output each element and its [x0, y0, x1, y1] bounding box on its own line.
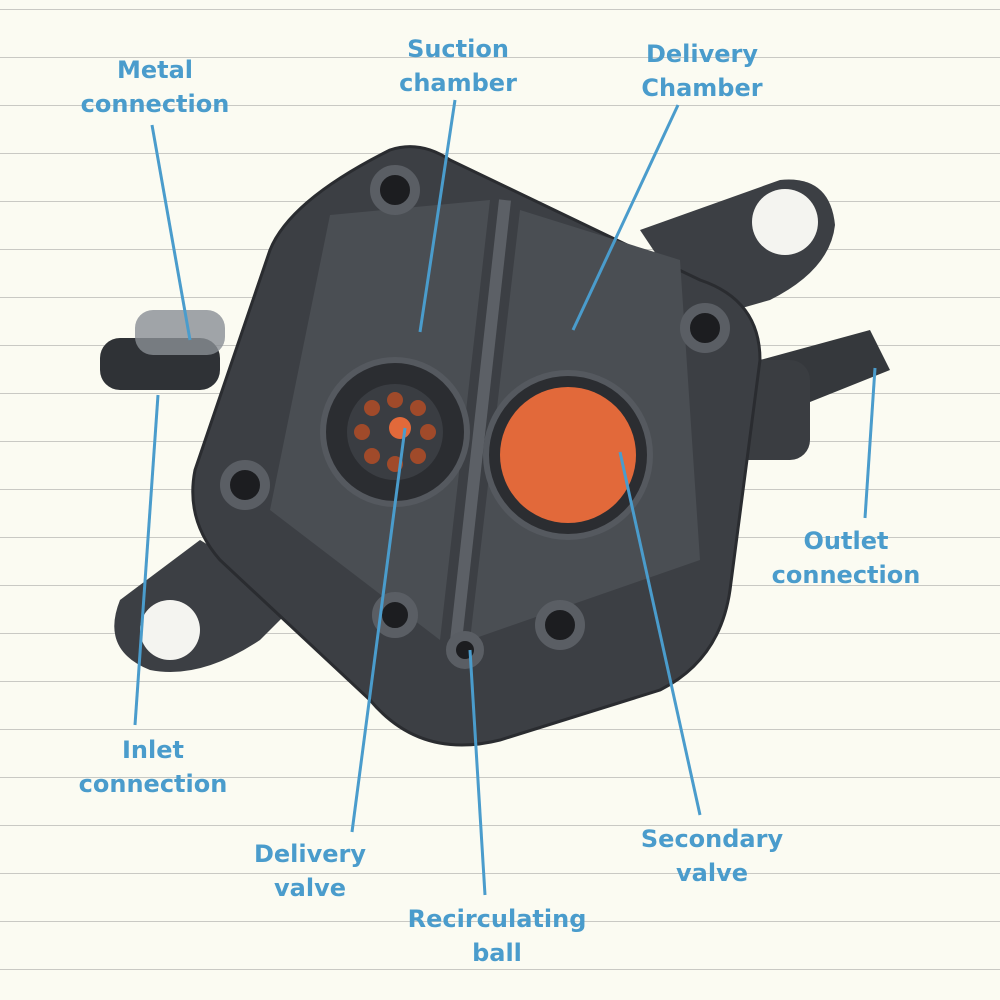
label-line: connection — [771, 561, 921, 589]
label-line: Metal — [116, 56, 194, 84]
inlet-nozzle — [100, 310, 225, 390]
label-suction-chamber: Suction chamber — [399, 32, 517, 100]
label-recirculating-ball: Recirculating ball — [408, 902, 587, 970]
label-inlet-connection: Inlet connection — [79, 733, 228, 801]
label-line: ball — [472, 939, 522, 967]
label-line: Secondary — [640, 825, 784, 853]
secondary-valve-diaphragm — [483, 370, 653, 540]
label-line: connection — [78, 770, 228, 798]
delivery-valve-plate — [320, 357, 470, 507]
label-secondary-valve: Secondary valve — [641, 822, 783, 890]
mounting-hole — [140, 600, 200, 660]
label-line: Recirculating — [407, 905, 587, 933]
label-line: Suction — [407, 35, 509, 63]
label-line: chamber — [399, 69, 517, 97]
screw-holes — [220, 165, 730, 669]
label-line: Inlet — [121, 736, 184, 764]
label-line: valve — [274, 874, 346, 902]
mounting-hole — [752, 189, 818, 255]
label-outlet-connection: Outlet connection — [772, 524, 921, 592]
label-line: Chamber — [641, 74, 763, 102]
label-delivery-valve: Delivery valve — [254, 837, 366, 905]
label-metal-connection: Metal connection — [81, 53, 230, 121]
chamber-divider — [449, 199, 511, 651]
label-line: valve — [676, 859, 748, 887]
label-line: connection — [80, 90, 230, 118]
label-line: Outlet — [803, 527, 889, 555]
leader-lines — [133, 99, 877, 896]
label-line: Delivery — [645, 40, 759, 68]
label-line: Delivery — [253, 840, 367, 868]
